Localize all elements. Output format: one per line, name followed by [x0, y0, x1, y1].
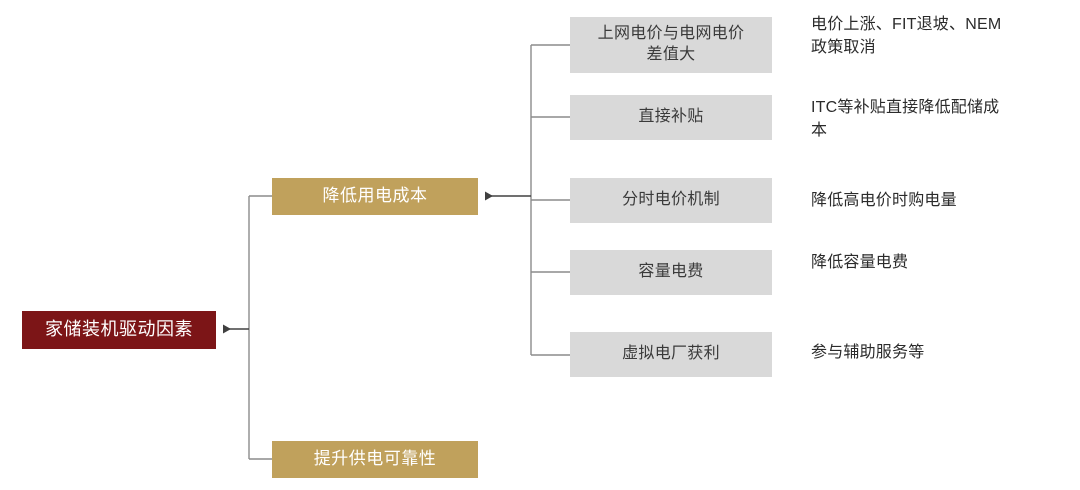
- leaf-node-direct-subsidy[interactable]: 直接补贴: [570, 95, 772, 140]
- description-vpp-profit: 参与辅助服务等: [811, 344, 925, 361]
- edge-branch-to-leaves: [485, 44, 570, 356]
- description-tou-pricing: 降低高电价时购电量: [811, 192, 957, 209]
- description-direct-subsidy: ITC等补贴直接降低配储成 本: [811, 99, 1000, 140]
- leaf-node-vpp-profit[interactable]: 虚拟电厂获利: [570, 332, 772, 377]
- branch-node-cost-reduction[interactable]: 降低用电成本: [272, 178, 478, 215]
- branch-node-reliability[interactable]: 提升供电可靠性: [272, 441, 478, 478]
- root-node[interactable]: 家储装机驱动因素: [22, 311, 216, 349]
- description-price-gap: 电价上涨、FIT退坡、NEM 政策取消: [811, 16, 1002, 57]
- leaf-node-price-gap[interactable]: 上网电价与电网电价 差值大: [570, 17, 772, 73]
- description-capacity-charge: 降低容量电费: [811, 254, 909, 271]
- edge-root-to-branches: [223, 195, 272, 460]
- leaf-node-tou-pricing[interactable]: 分时电价机制: [570, 178, 772, 223]
- leaf-node-capacity-charge[interactable]: 容量电费: [570, 250, 772, 295]
